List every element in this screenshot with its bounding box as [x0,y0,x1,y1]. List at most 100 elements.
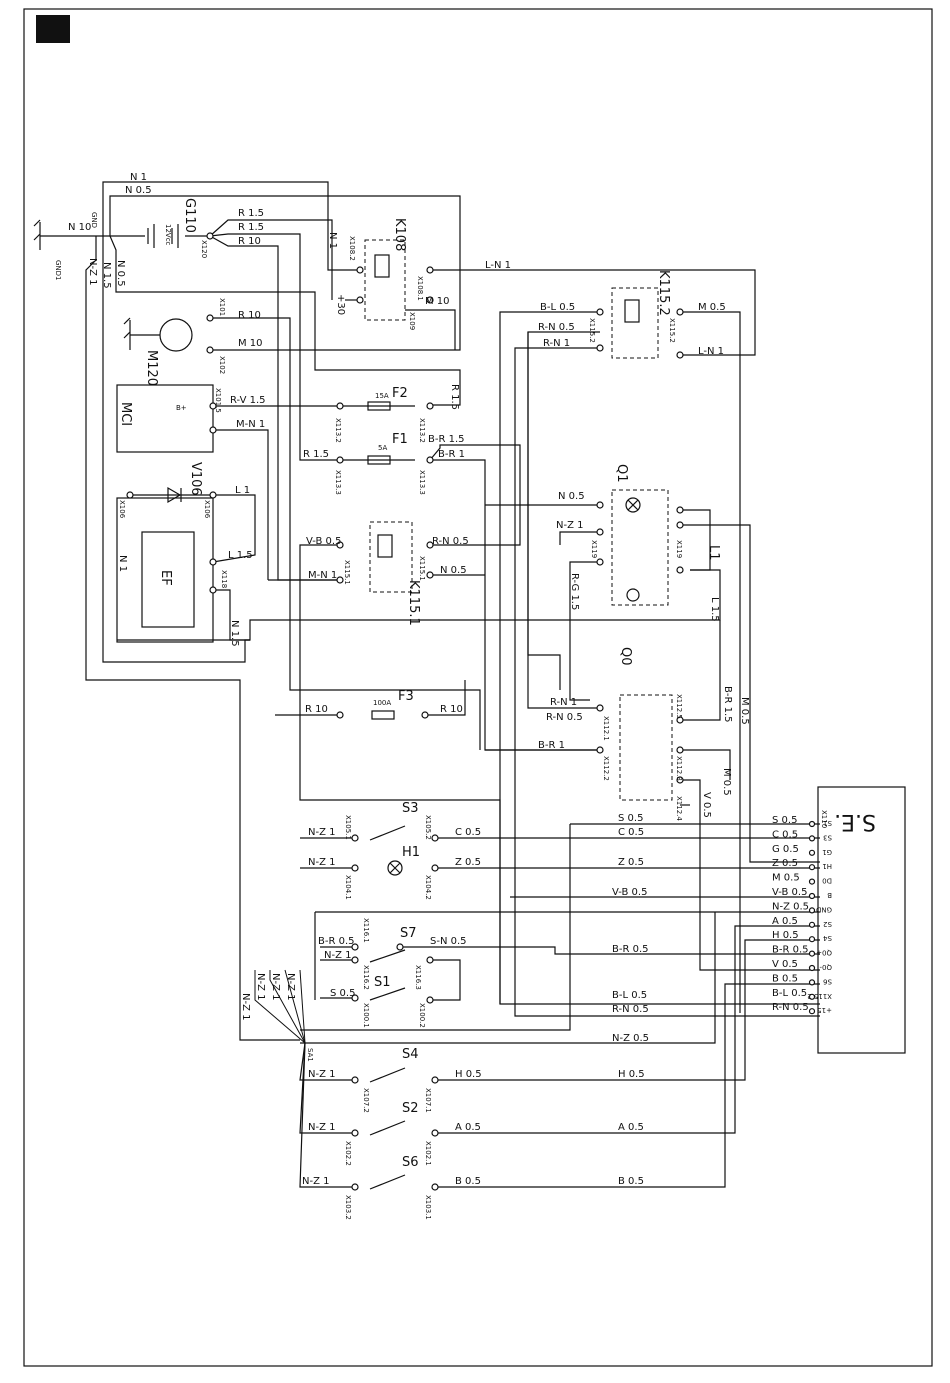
label: N-Z 1 [285,973,296,1000]
se-pin-name: Q0- [819,963,832,971]
se-pin-name: G1 [822,848,832,856]
label: M 0.5 [739,697,750,725]
label: X103.1 [424,1195,432,1220]
label: S7 [400,926,417,941]
label: X112.5 [675,694,683,719]
label: V 0.5 [701,792,712,818]
label: M120 [144,350,159,386]
label: X109 [408,312,416,330]
label: N-Z 1 [308,827,335,838]
label: L 1 [235,485,250,496]
se-pin-name: S2 [823,920,832,928]
label: X101.5 [214,388,222,413]
se-pin-terminal [808,820,816,828]
label: X116.2 [362,965,370,990]
label: N 1 [327,232,338,249]
label: S 0.5 [618,813,643,824]
label: 100A [373,699,391,707]
label: X116.3 [414,965,422,990]
label: X116.1 [362,918,370,943]
se-pin-terminal [808,907,816,914]
label: V-B 0.5 [306,536,341,547]
label: S3 [402,801,419,816]
label: SA1 [306,1048,314,1062]
label: R 1.5 [238,208,264,219]
label: X112.2 [602,756,610,781]
label: N 1 [117,555,128,572]
label: N-Z 1 [302,1176,329,1187]
se-pin-terminal [808,936,816,943]
label: GND1 [54,260,62,281]
label: S 0.5 [330,988,355,999]
label: B-L 0.5 [540,302,575,313]
se-wire-label: A 0.5 [772,916,798,927]
label: N 1 [130,172,147,183]
se-wire-label: B-L 0.5 [772,988,807,999]
label: N-Z 1 [308,1122,335,1133]
label: R 10 [440,704,463,715]
label: R-N 1 [543,338,570,349]
label: M 10 [425,296,450,307]
se-wire-label: S 0.5 [772,815,797,826]
label: X115.1 [343,560,351,585]
label: K115.2 [656,270,671,316]
se-pin-terminal [808,849,816,856]
wire-network [40,181,820,1188]
label: 15A [375,392,389,400]
se-pin-name: S6 [823,977,832,985]
label: H 0.5 [618,1069,645,1080]
label: X107.1 [424,1088,432,1113]
label: L-N 1 [485,260,511,271]
label: S-N 0.5 [430,936,467,947]
se-pin-terminal [808,864,816,871]
label: B-R 0.5 [318,936,355,947]
label: X118 [220,570,228,588]
label: X120 [200,240,208,258]
label: X113.3 [418,470,426,495]
label: 12Vcc [164,224,172,246]
label: N-Z 1 [308,1069,335,1080]
label: X108.1 [416,276,424,301]
label: N 0.5 [125,185,152,196]
se-pin-terminal [808,1008,816,1015]
se-wire-label: V 0.5 [772,959,798,970]
label: X113.2 [334,418,342,443]
label: L-N 1 [698,346,724,357]
label: X106 [118,500,126,519]
label: H1 [402,845,420,860]
label: C 0.5 [618,827,644,838]
label: X104.2 [424,875,432,900]
label: Z 0.5 [618,857,644,868]
label: F1 [392,432,408,447]
se-title: S.E. [834,809,876,834]
se-pin-terminal [808,993,816,1000]
label: K108 [392,218,407,251]
label: M-N 1 [308,570,337,581]
label: X119 [675,540,683,558]
label: R-N 0.5 [538,322,575,333]
label: N 0.5 [558,491,585,502]
label: S1 [374,975,391,990]
label: N-Z 1 [270,973,281,1000]
label: R-N 0.5 [546,712,583,723]
label: R-N 1 [550,697,577,708]
se-wire-label: B-R 0.5 [772,945,809,956]
se-pin-terminal [808,964,816,972]
label: L 1.5 [228,550,253,561]
se-wire-label: C 0.5 [772,829,798,840]
component-symbols [33,219,641,1190]
label: N 0.5 [440,565,467,576]
label: N-Z 1 [240,993,251,1020]
label: X113.3 [334,470,342,495]
label: F3 [398,689,414,704]
se-wire-label: Z 0.5 [772,858,798,869]
se-pin-name: +15 [817,1006,832,1014]
label: R 10 [305,704,328,715]
label: B+ [176,404,187,412]
label: X112.1 [602,716,610,741]
label: G110 [182,198,197,233]
corner-marker [36,15,70,43]
